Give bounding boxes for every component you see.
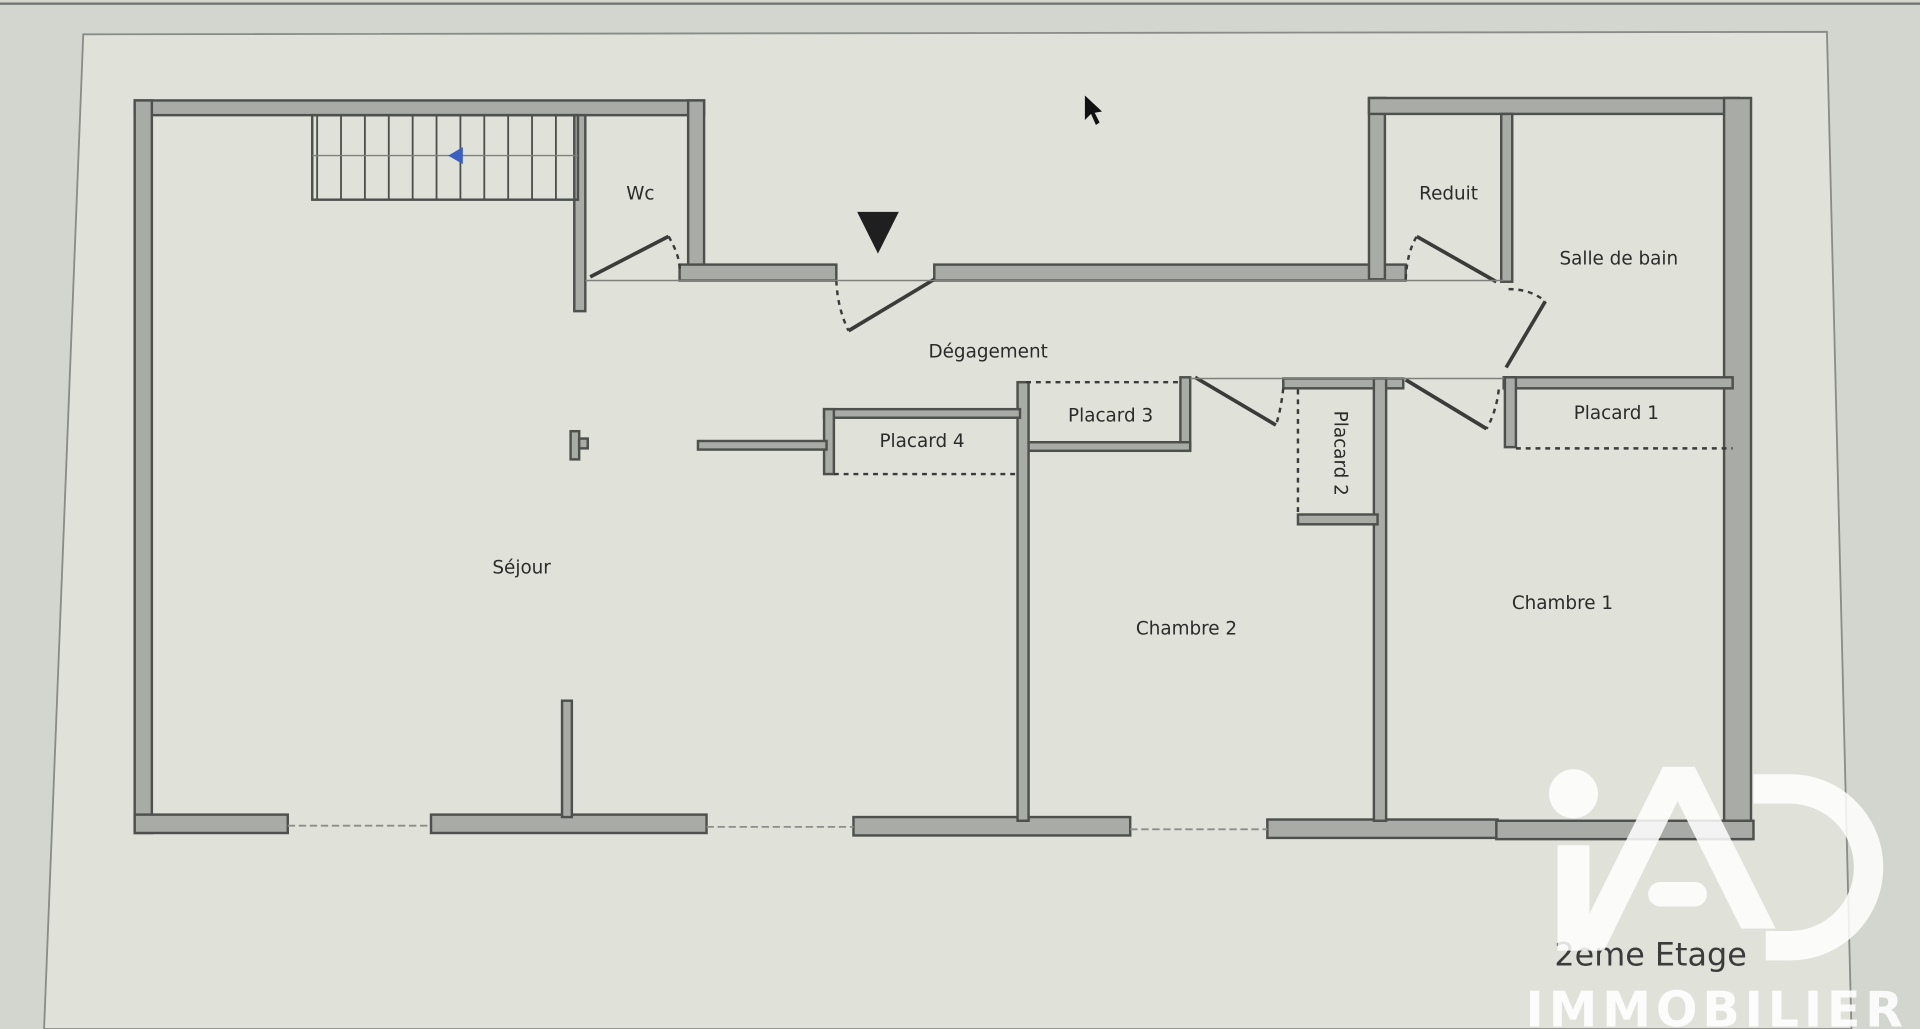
iad-logo-watermark: IMMOBILIER <box>1526 766 1908 1029</box>
mouse-cursor-icon <box>1084 95 1103 125</box>
label-placard-2: Placard 2 <box>1330 411 1351 496</box>
label-reduit: Reduit <box>1419 184 1478 205</box>
staircase <box>311 113 580 201</box>
room-labels: Wc Reduit Salle de bain Dégagement Placa… <box>492 184 1746 974</box>
doors <box>585 234 1733 515</box>
walls <box>133 96 1755 841</box>
entrance-triangle-icon <box>857 211 899 254</box>
windows <box>287 824 1268 831</box>
label-placard-3: Placard 3 <box>1068 405 1153 426</box>
label-placard-1: Placard 1 <box>1574 403 1659 424</box>
label-chambre-1: Chambre 1 <box>1512 593 1613 614</box>
label-salle-de-bain: Salle de bain <box>1559 249 1678 270</box>
label-placard-4: Placard 4 <box>879 431 964 452</box>
label-chambre-2: Chambre 2 <box>1136 619 1237 640</box>
label-wc: Wc <box>626 184 654 205</box>
iad-tagline: IMMOBILIER <box>1526 982 1908 1029</box>
stair-direction-arrow-icon <box>448 147 463 165</box>
label-degagement: Dégagement <box>929 342 1048 363</box>
label-sejour: Séjour <box>492 557 551 578</box>
